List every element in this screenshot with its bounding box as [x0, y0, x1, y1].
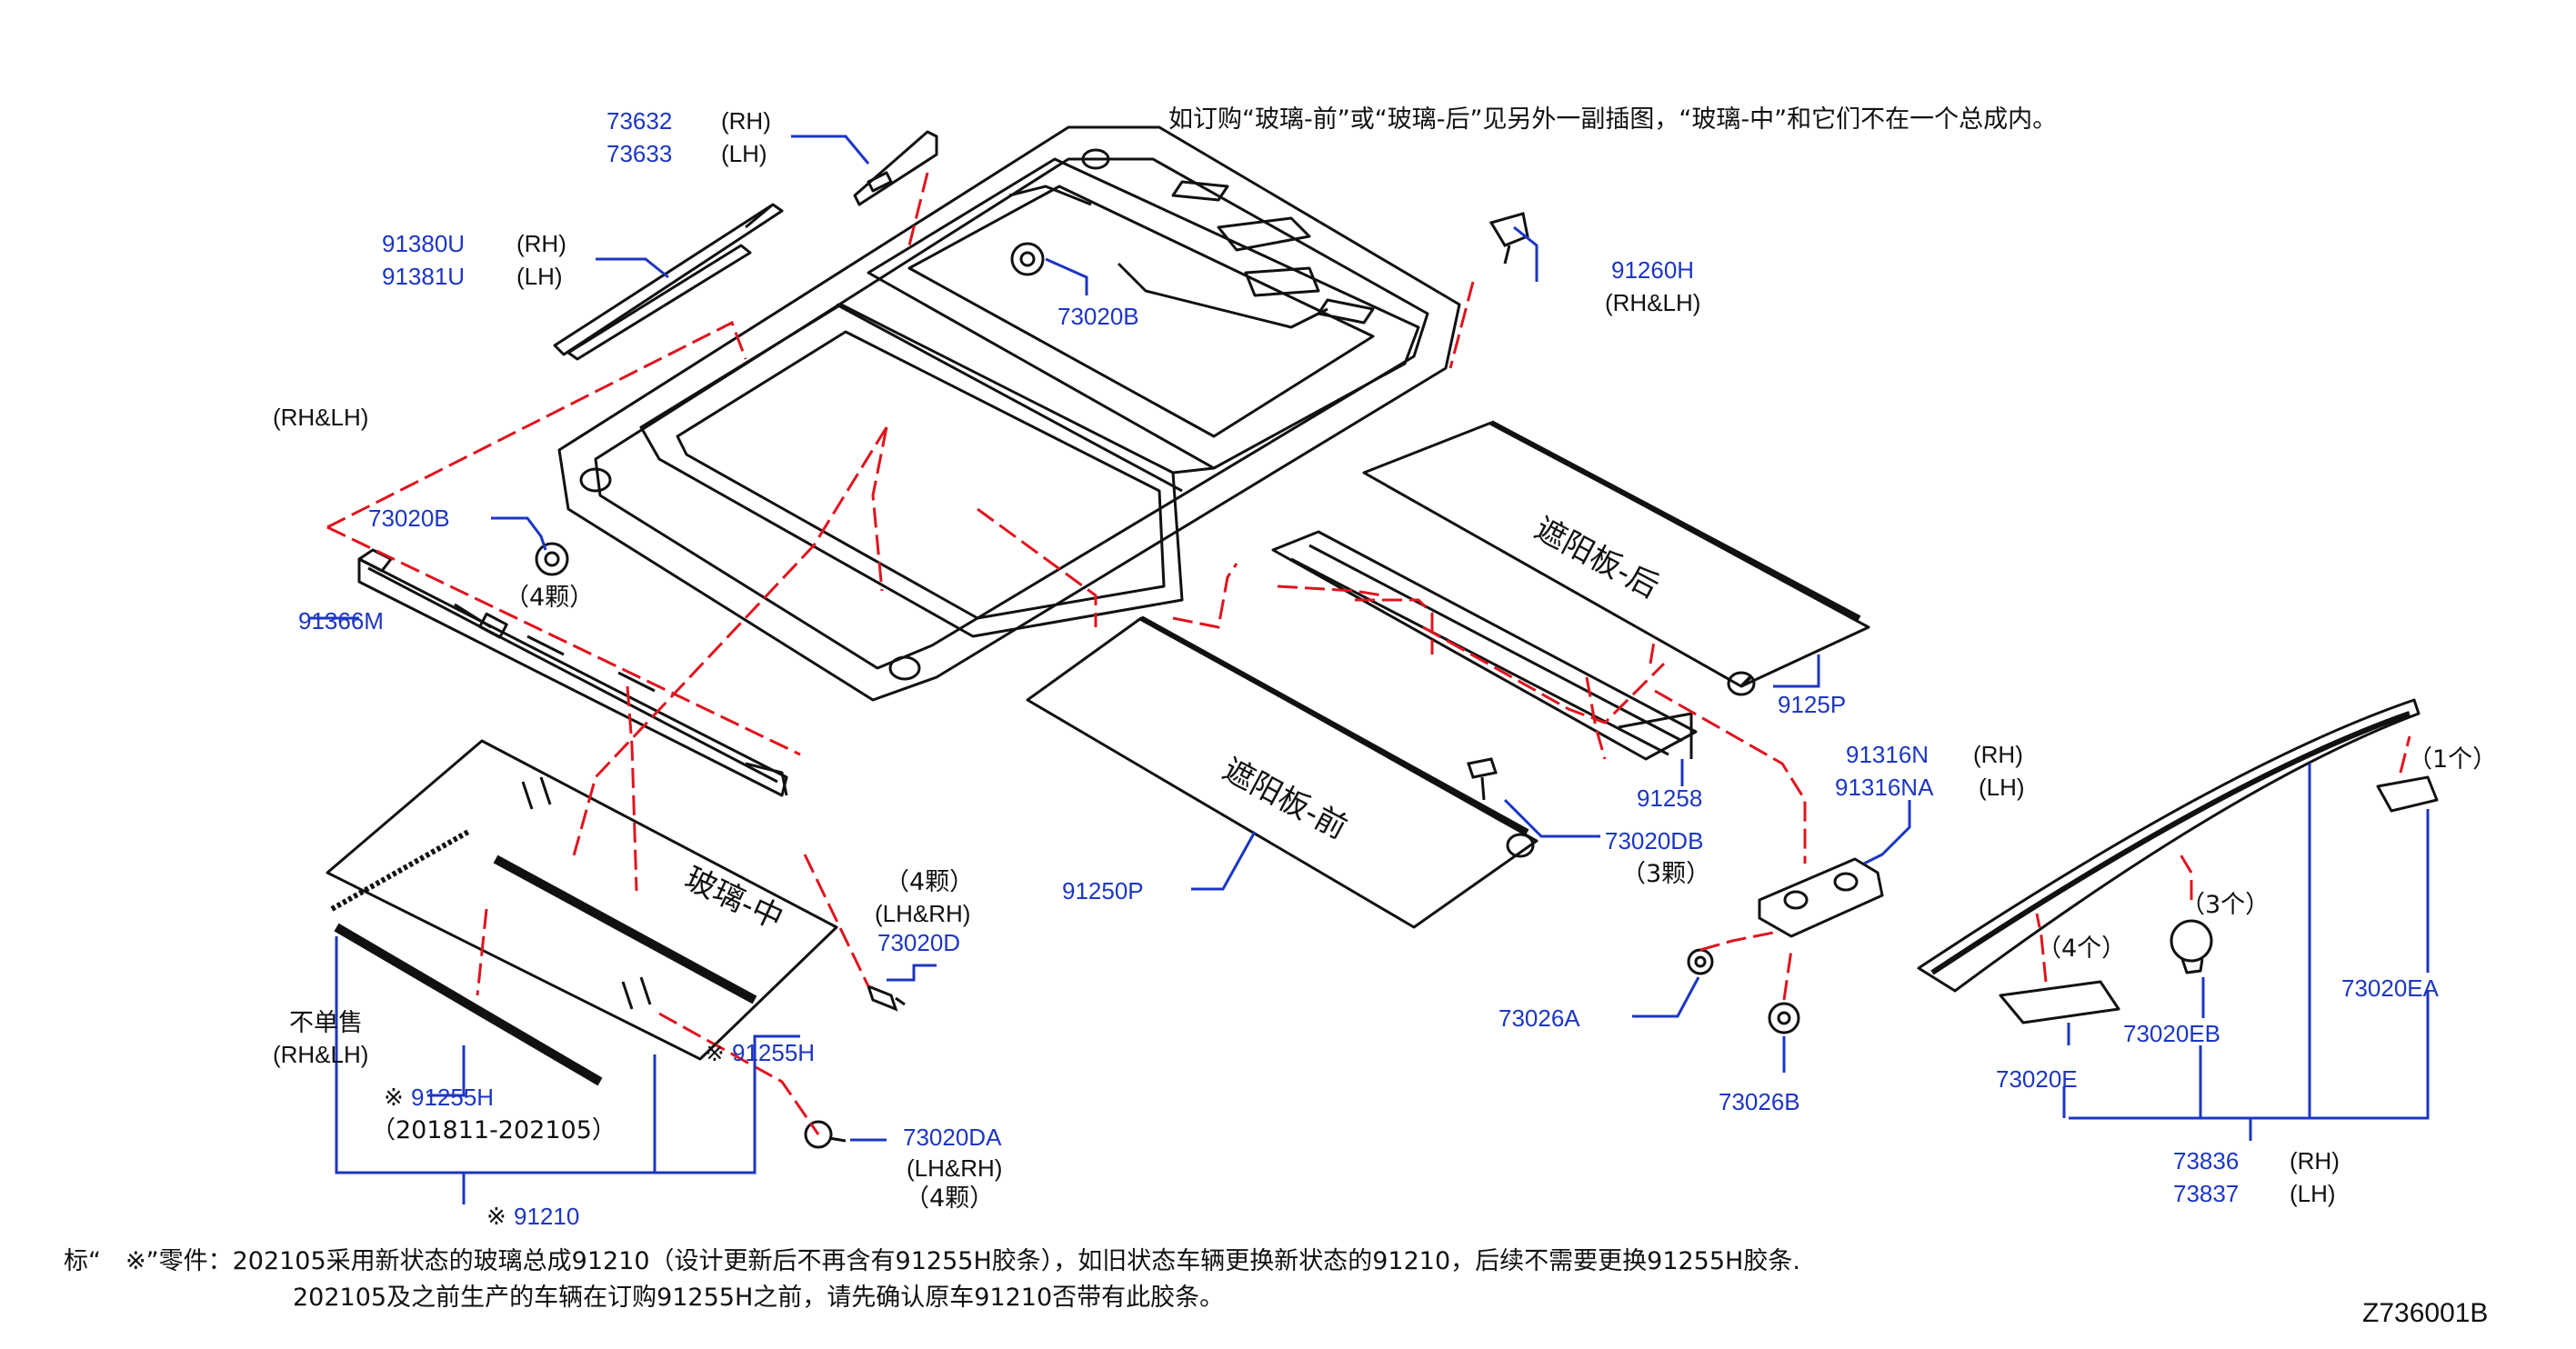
- part-73020b-top[interactable]: 73020B: [1057, 303, 1139, 330]
- qty-1: （1个）: [2408, 745, 2498, 774]
- part-73020e[interactable]: 73020E: [1996, 1065, 2078, 1093]
- fasteners: [535, 212, 1800, 1149]
- nut-73026a: [1687, 948, 1714, 975]
- diagram-id: Z736001B: [2362, 1298, 2489, 1328]
- part-91255h-b[interactable]: 91255H: [732, 1039, 816, 1066]
- date-range: （201811-202105）: [371, 1116, 616, 1144]
- rhlh-bottom: (RH&LH): [273, 1041, 369, 1068]
- side-73020d: (LH&RH): [875, 900, 971, 927]
- trim-molding: [1917, 698, 2439, 1024]
- part-73020eb[interactable]: 73020EB: [2123, 1020, 2220, 1047]
- side-73020da: (LH&RH): [907, 1154, 1003, 1182]
- sunshade-rear: [1362, 420, 1870, 696]
- part-73837[interactable]: 73837: [2173, 1180, 2240, 1207]
- part-73020db[interactable]: 73020DB: [1605, 827, 1704, 854]
- part-73632[interactable]: 73632: [606, 107, 673, 135]
- rhlh-left: (RH&LH): [273, 404, 369, 431]
- qty-4-a: （4颗）: [505, 584, 595, 612]
- footnote-line2: 202105及之前生产的车辆在订购91255H之前，请先确认原车91210否带有…: [293, 1284, 1225, 1312]
- side-91260h: (RH&LH): [1605, 289, 1701, 316]
- mark-91255h-b: ※: [705, 1039, 725, 1066]
- part-91316na[interactable]: 91316NA: [1835, 774, 1934, 801]
- part-91258[interactable]: 91258: [1637, 784, 1703, 812]
- part-91380u[interactable]: 91380U: [382, 230, 466, 257]
- part-91381u[interactable]: 91381U: [382, 263, 466, 290]
- part-91366m[interactable]: 91366M: [298, 607, 384, 635]
- roof-frame: [557, 125, 1461, 702]
- clip-73020b-top: [1010, 242, 1045, 276]
- screw-73020db: [1467, 757, 1498, 801]
- part-73026b[interactable]: 73026B: [1719, 1088, 1800, 1115]
- part-73020b-left[interactable]: 73020B: [368, 505, 450, 532]
- side-73632: (RH): [721, 107, 771, 135]
- part-91255h-a[interactable]: 91255H: [411, 1084, 495, 1111]
- side-73837: (LH): [2290, 1180, 2336, 1207]
- clip-73020b-left: [535, 542, 569, 576]
- nut-73026b: [1768, 1002, 1800, 1034]
- clip-73020eb: [2170, 919, 2213, 974]
- qty-4-c: （4颗）: [905, 1184, 995, 1213]
- qty-4-b: （4颗）: [885, 868, 975, 896]
- part-91250p[interactable]: 91250P: [1062, 877, 1144, 904]
- part-73020d[interactable]: 73020D: [877, 929, 961, 956]
- part-73020ea[interactable]: 73020EA: [2341, 974, 2439, 1002]
- side-91380u: (RH): [516, 230, 566, 257]
- part-73020da[interactable]: 73020DA: [903, 1124, 1002, 1151]
- screw-91260h: [1488, 212, 1529, 265]
- screw-73020d: [866, 984, 906, 1012]
- mount-bracket: [1758, 857, 1884, 938]
- footnote-line1: 标“ ※”零件：202105采用新状态的玻璃总成91210（设计更新后不再含有9…: [64, 1247, 1800, 1275]
- part-73836[interactable]: 73836: [2173, 1147, 2240, 1174]
- top-note: 如订购“玻璃-前”或“玻璃-后”见另外一副插图，“玻璃-中”和它们不在一个总成内…: [1168, 105, 2058, 134]
- part-73026a[interactable]: 73026A: [1498, 1004, 1580, 1032]
- side-73633: (LH): [721, 140, 767, 167]
- clip-73020e: [1999, 980, 2120, 1024]
- side-deflector: [553, 203, 784, 361]
- corner-bracket: [853, 130, 938, 206]
- group-lines: [335, 764, 2430, 1204]
- qty-4-d: （4个）: [2037, 934, 2127, 963]
- leader-lines: [309, 135, 2430, 1142]
- clip-73020ea: [2376, 775, 2439, 813]
- mark-91210: ※: [486, 1203, 506, 1230]
- part-91210[interactable]: 91210: [514, 1203, 580, 1230]
- not-sold: 不单售: [289, 1009, 363, 1037]
- mark-91255h-a: ※: [384, 1084, 404, 1111]
- screw-73020da: [804, 1120, 847, 1149]
- sunshade-front: [1026, 615, 1539, 929]
- side-91316na: (LH): [1979, 774, 2025, 801]
- front-rail: [357, 548, 788, 797]
- glass-mid: [326, 739, 838, 1086]
- part-91260h[interactable]: 91260H: [1611, 256, 1695, 284]
- part-91316n[interactable]: 91316N: [1846, 741, 1929, 768]
- side-91381u: (LH): [516, 263, 563, 290]
- qty-3-b: （3个）: [2180, 891, 2270, 919]
- part-73633[interactable]: 73633: [606, 140, 673, 167]
- side-73836: (RH): [2290, 1147, 2340, 1174]
- side-91316n: (RH): [1973, 741, 2023, 768]
- part-91250p-rear[interactable]: 9125P: [1778, 691, 1847, 718]
- qty-3-a: （3颗）: [1621, 860, 1711, 888]
- red-leaders: [326, 172, 2411, 1135]
